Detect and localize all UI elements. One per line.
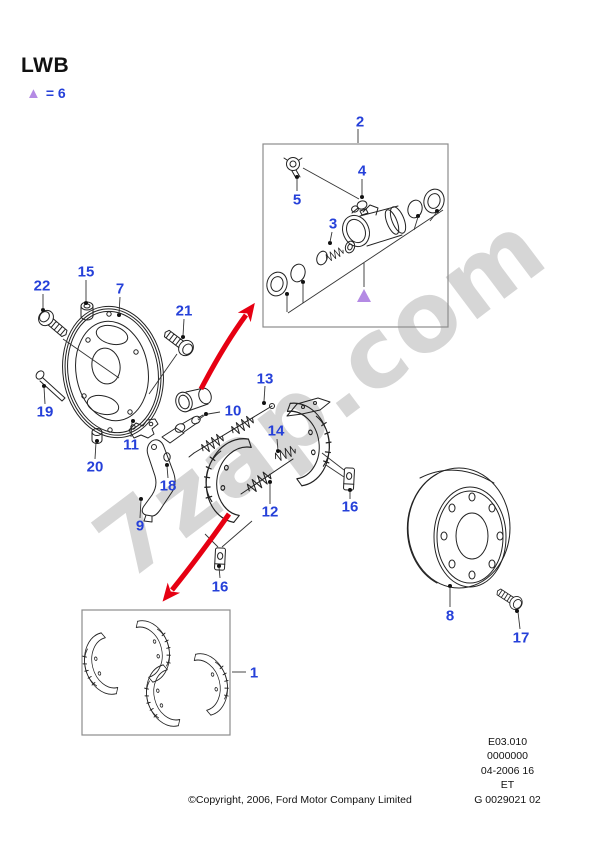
legend: ▲ = 6 (26, 85, 66, 101)
clip-18 (163, 452, 171, 462)
callout-12: 12 (261, 503, 279, 521)
bolt-21 (159, 325, 197, 360)
spring-12 (240, 458, 294, 496)
strut-rod-13 (188, 403, 275, 458)
catalog-code-block: E03.010 0000000 04-2006 16 ET G 0029021 … (440, 735, 575, 807)
callout-18: 18 (159, 477, 177, 495)
bolt-22 (34, 306, 72, 342)
callout-20: 20 (86, 458, 104, 476)
wheel-cylinder (175, 387, 212, 413)
catalog-code-line: E03.010 (487, 736, 528, 748)
catalog-code-line: ET (500, 779, 515, 792)
red-arrow-to-kit-1 (162, 512, 232, 602)
nut-20 (91, 428, 103, 444)
callout-15: 15 (77, 263, 95, 281)
backing-plate (62, 305, 164, 439)
copyright-notice: ©Copyright, 2006, Ford Motor Company Lim… (188, 794, 412, 806)
brake-shoe-right (285, 397, 338, 487)
callout-5: 5 (292, 191, 302, 209)
clip-16-right (321, 452, 356, 491)
callout-4: 4 (357, 162, 367, 180)
bolt-17 (493, 584, 526, 613)
callout-16-bottom: 16 (211, 578, 229, 596)
shoe-kit-box (76, 609, 246, 736)
pin-19 (35, 370, 66, 402)
triangle-icon: ▲ (26, 84, 41, 102)
red-arrow-to-kit-2 (198, 302, 255, 391)
catalog-code-line: 04-2006 16 (480, 764, 535, 777)
wheel-cylinder-kit-box (262, 129, 449, 328)
clip-16-bottom (204, 520, 253, 571)
callout-9: 9 (135, 517, 145, 535)
legend-value: = 6 (45, 85, 66, 101)
callout-22: 22 (33, 277, 51, 295)
callout-2: 2 (355, 113, 365, 131)
callout-13: 13 (256, 370, 274, 388)
callout-14: 14 (267, 422, 285, 440)
callout-1: 1 (249, 664, 259, 682)
callout-8: 8 (445, 607, 455, 625)
leader-lines (41, 280, 521, 630)
callout-17: 17 (512, 629, 530, 647)
callout-21: 21 (175, 302, 193, 320)
spring-14 (272, 444, 298, 463)
callout-7: 7 (115, 280, 125, 298)
callout-10: 10 (224, 402, 242, 420)
lever-11 (128, 418, 159, 439)
callout-11: 11 (123, 436, 139, 454)
triangle-marker (357, 289, 371, 302)
callout-16-right: 16 (341, 498, 359, 516)
page-title: LWB (21, 54, 70, 77)
brake-drum (406, 467, 511, 589)
lever-9 (141, 439, 176, 523)
catalog-code-line: 0000000 (487, 750, 528, 763)
callout-19: 19 (36, 403, 54, 421)
catalog-code-line: G 0029021 02 (474, 793, 541, 806)
callout-3: 3 (328, 215, 338, 233)
adjuster-10 (161, 414, 204, 444)
